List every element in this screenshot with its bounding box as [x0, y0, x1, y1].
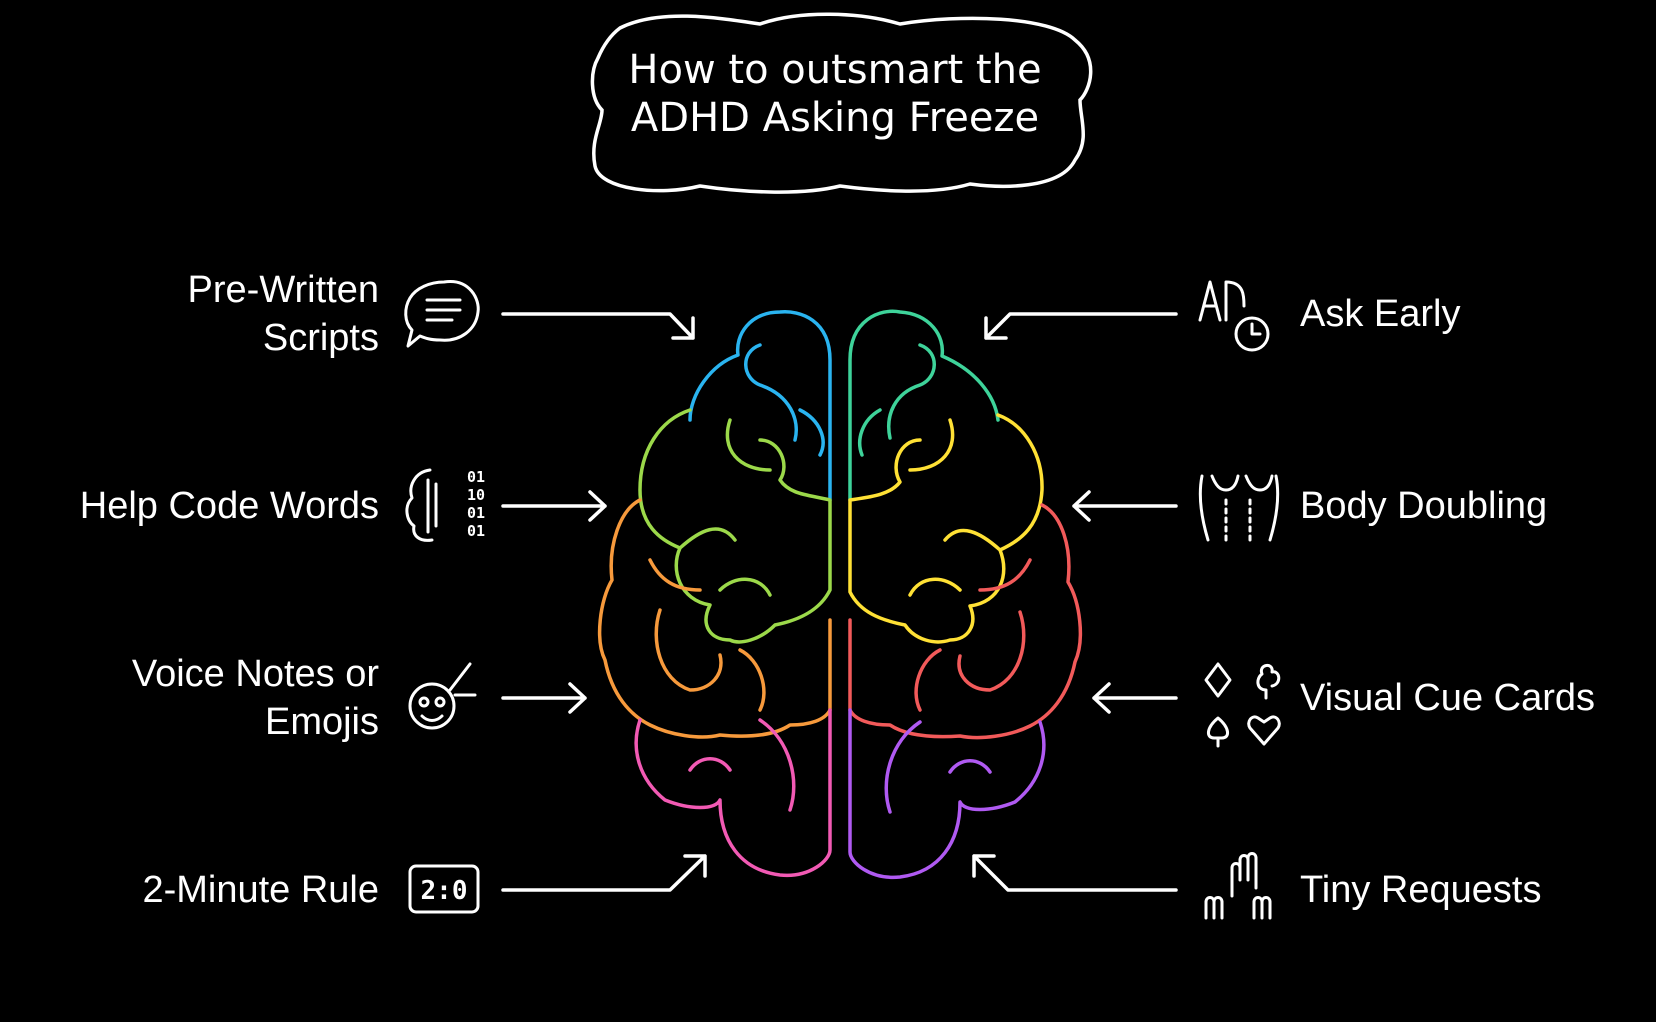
timer-display-icon: [408, 864, 480, 914]
title-line-1: How to outsmart the: [628, 47, 1042, 93]
label-line: Voice Notes or: [131, 653, 379, 695]
timer-display-digits: 2:0: [421, 876, 468, 906]
label-line: Help Code Words: [79, 485, 379, 527]
arrow-two-minute-rule: [501, 854, 707, 892]
title-line-2: ADHD Asking Freeze: [630, 95, 1040, 141]
binary-head-icon: [405, 468, 438, 542]
speech-bubble-icon: [404, 280, 480, 348]
label-line: Tiny Requests: [1300, 869, 1542, 911]
arrow-visual-cue-cards: [1092, 682, 1178, 714]
label-line: Visual Cue Cards: [1300, 677, 1596, 719]
page-title: How to outsmart the ADHD Asking Freeze: [600, 46, 1070, 142]
binary-digits-3: 01: [467, 504, 485, 522]
arrow-body-doubling: [1072, 490, 1178, 522]
title-cloud-shape: [590, 12, 1093, 194]
brain-lobe-left-bottom: [634, 708, 832, 878]
brain-lobe-left-upper: [638, 408, 832, 644]
brain-lobe-right-upper: [848, 413, 1044, 644]
raised-hands-icon: [1204, 852, 1272, 920]
brain-lobe-right-top: [848, 309, 1000, 502]
card-suits-icon: [1204, 662, 1281, 748]
binary-digits-4: 01: [467, 522, 485, 540]
arrow-ask-early: [984, 312, 1178, 340]
letters-clock-icon: [1198, 280, 1270, 352]
brain-lobe-right-middle: [848, 503, 1083, 740]
brain-illustration: [597, 309, 1083, 880]
binary-digits-1: 01: [467, 468, 485, 486]
label-help-code-words: Help Code Words: [80, 482, 379, 530]
arrow-help-code-words: [501, 490, 607, 522]
arrow-tiny-requests: [972, 854, 1178, 892]
label-line: Ask Early: [1300, 293, 1461, 335]
brain-lobe-left-top: [688, 310, 832, 502]
brain-lobe-left-middle: [597, 498, 832, 739]
label-voice-notes-or-emojis: Voice Notes or Emojis: [132, 650, 379, 746]
brain-lobe-right-bottom: [848, 708, 1046, 880]
arrow-pre-written-scripts: [501, 312, 695, 340]
label-two-minute-rule: 2-Minute Rule: [142, 866, 379, 914]
arrow-voice-notes: [501, 682, 587, 714]
label-ask-early: Ask Early: [1300, 290, 1460, 338]
label-body-doubling: Body Doubling: [1300, 482, 1547, 530]
label-line: Scripts: [262, 317, 379, 359]
label-visual-cue-cards: Visual Cue Cards: [1300, 674, 1595, 722]
label-line: Pre-Written: [187, 269, 379, 311]
label-pre-written-scripts: Pre-Written Scripts: [188, 266, 379, 362]
label-line: 2-Minute Rule: [142, 869, 379, 911]
label-line: Body Doubling: [1300, 485, 1548, 527]
two-figures-icon: [1198, 474, 1280, 542]
smiley-pen-icon: [408, 662, 477, 730]
arrows: [501, 312, 1178, 892]
label-line: Emojis: [264, 701, 379, 743]
binary-digits-2: 10: [467, 486, 485, 504]
label-tiny-requests: Tiny Requests: [1300, 866, 1541, 914]
